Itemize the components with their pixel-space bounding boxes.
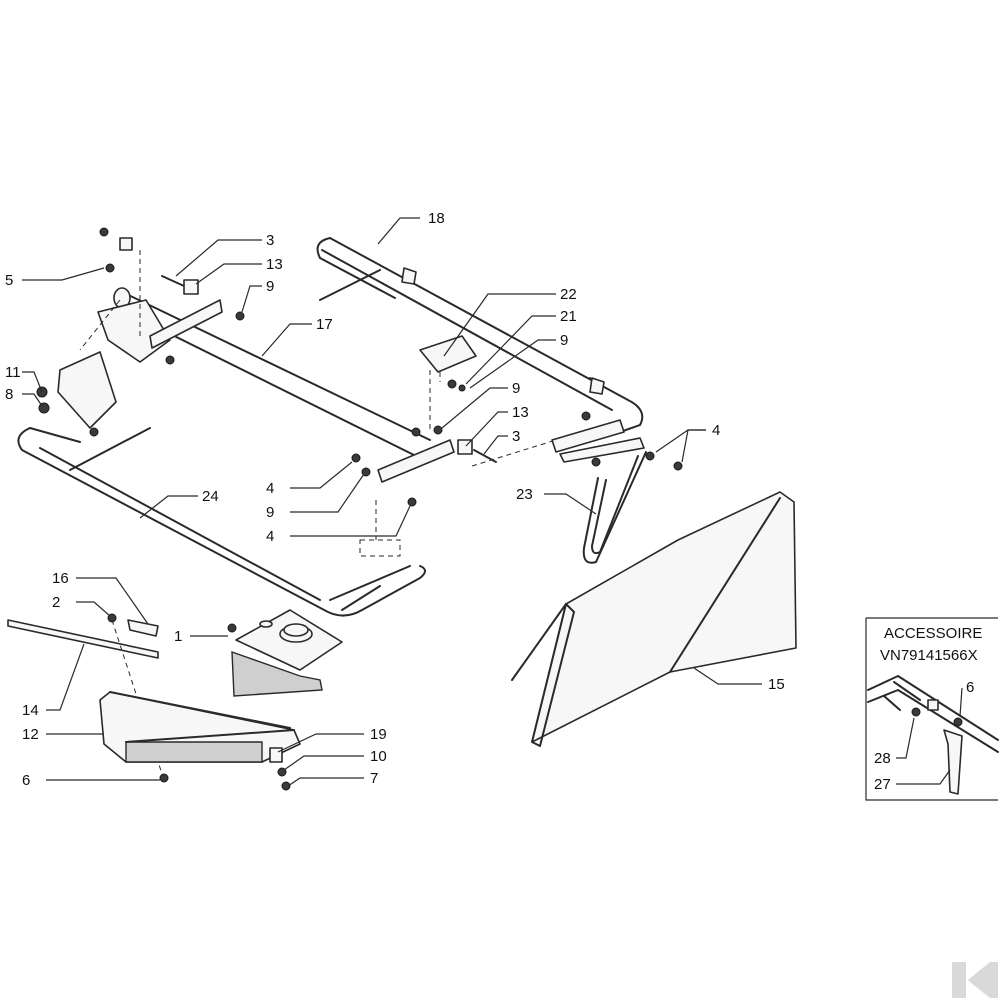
callout-labels: 18 3 13 5 9 17 22 21 9 11 8 9 13 3 4 4 9…: [5, 210, 785, 789]
accessory-inset: ACCESSOIRE VN79141566X 6 28 27: [865, 617, 999, 801]
callout-17: 17: [316, 316, 333, 333]
plate-22: [419, 335, 477, 430]
accessory-callout-28: 28: [874, 750, 891, 767]
rail-frame-18: [316, 237, 644, 433]
accessory-callout-6: 6: [966, 679, 974, 696]
left-bracket: [36, 227, 175, 437]
callout-12: 12: [22, 726, 39, 743]
callout-13-right: 13: [512, 404, 529, 421]
callout-18: 18: [428, 210, 445, 227]
callout-14: 14: [22, 702, 39, 719]
callout-5: 5: [5, 272, 13, 289]
base-tray-12: [99, 691, 301, 791]
callout-19: 19: [370, 726, 387, 743]
leader-lines: [22, 217, 762, 787]
callout-13-top: 13: [266, 256, 283, 273]
callout-2: 2: [52, 594, 60, 611]
callout-4-mid-bottom: 4: [266, 528, 274, 545]
callout-7: 7: [370, 770, 378, 787]
rail-frame-24: [17, 427, 426, 617]
callout-9-right-top: 9: [560, 332, 568, 349]
callout-15: 15: [768, 676, 785, 693]
center-bolts-top: [149, 275, 245, 349]
callout-8: 8: [5, 386, 13, 403]
accessory-title: ACCESSOIRE: [884, 625, 982, 642]
callout-21: 21: [560, 308, 577, 325]
deflector-15: [511, 491, 797, 747]
callout-4-right: 4: [712, 422, 720, 439]
callout-3-right: 3: [512, 428, 520, 445]
callout-6: 6: [22, 772, 30, 789]
corner-logo: [952, 962, 998, 998]
callout-9-mid: 9: [266, 504, 274, 521]
callout-16: 16: [52, 570, 69, 587]
callout-23: 23: [516, 486, 533, 503]
callout-3-top: 3: [266, 232, 274, 249]
callout-4-mid-top: 4: [266, 480, 274, 497]
callout-22: 22: [560, 286, 577, 303]
callout-9-top: 9: [266, 278, 274, 295]
right-bracket: [551, 411, 683, 564]
callout-11: 11: [5, 364, 21, 381]
callout-9-right-mid: 9: [512, 380, 520, 397]
main-tube-17: [113, 287, 431, 459]
accessory-code: VN79141566X: [880, 647, 978, 664]
accessory-callout-27: 27: [874, 776, 891, 793]
callout-10: 10: [370, 748, 387, 765]
callout-1: 1: [174, 628, 182, 645]
mid-bracket: [351, 425, 557, 557]
callout-24: 24: [202, 488, 219, 505]
hitch-plate: [227, 609, 343, 697]
